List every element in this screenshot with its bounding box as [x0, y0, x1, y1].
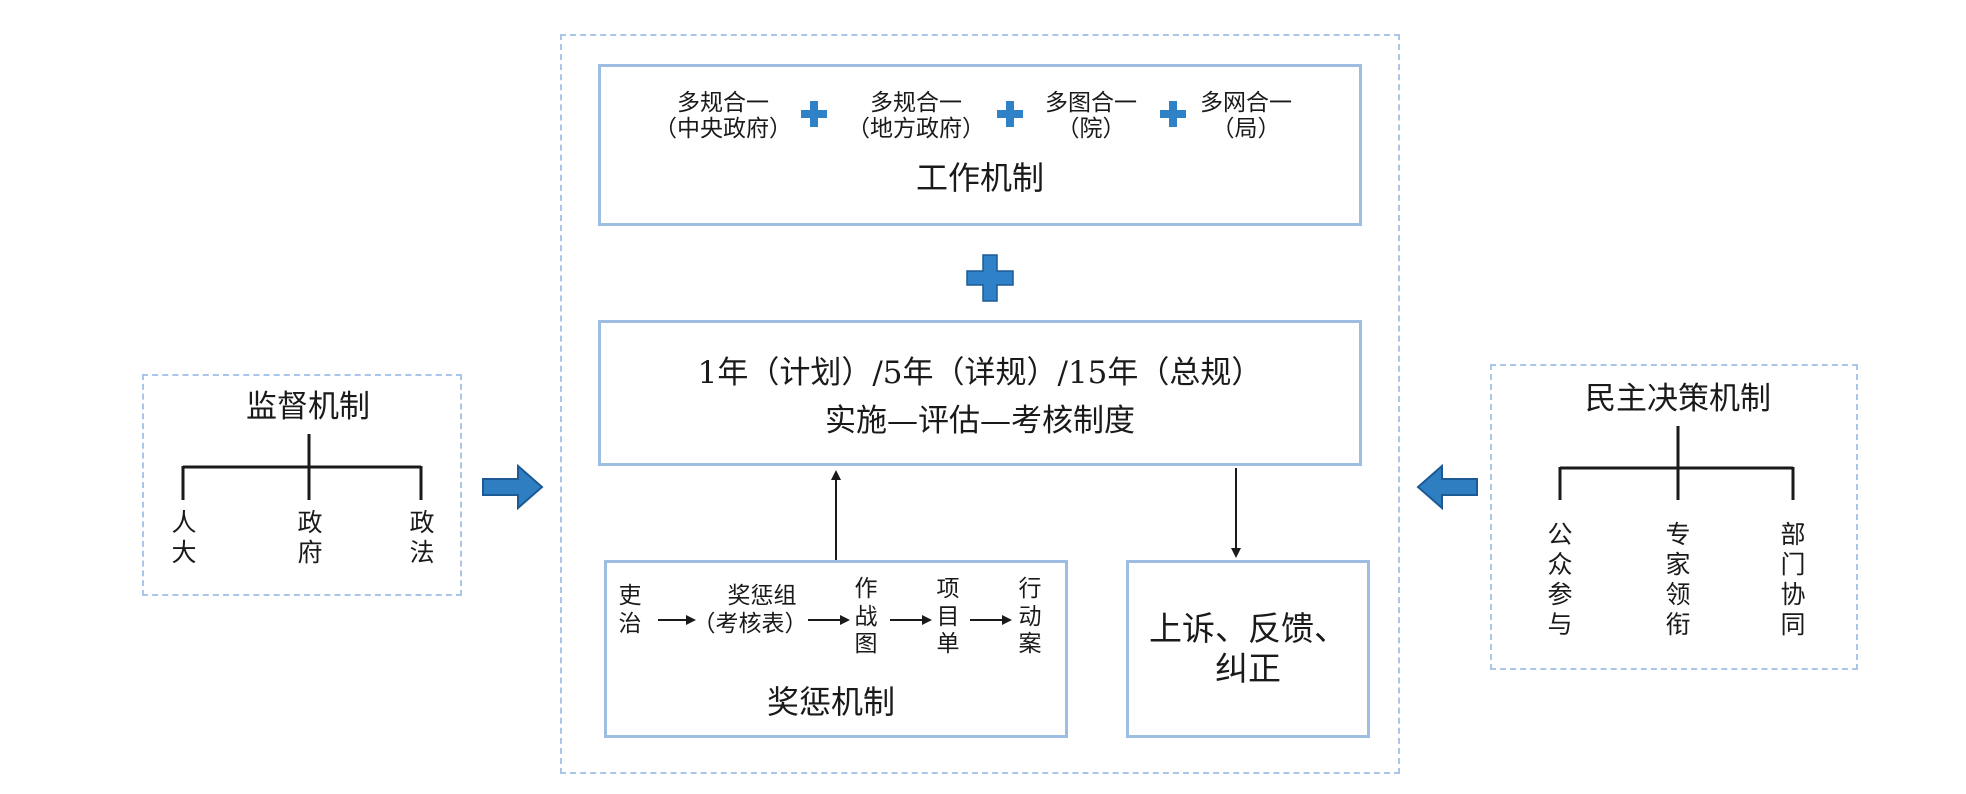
reward-mechanism-box: [604, 560, 1068, 738]
supervision-item-zhengfa: 政法: [409, 508, 435, 567]
work-mechanism-title: 工作机制: [915, 159, 1044, 197]
democracy-title: 民主决策机制: [1585, 381, 1771, 417]
democracy-item-department: 部门协同: [1780, 520, 1806, 639]
supervision-frame: [142, 374, 462, 596]
left-block-arrow-icon: [1416, 463, 1478, 511]
system-line1: 1年（计划）/5年（详规）/15年（总规）: [697, 355, 1263, 391]
right-block-arrow-icon: [482, 463, 544, 511]
chain-step-xingdongan: 行动案: [1018, 576, 1042, 658]
supervision-item-zhengfu: 政府: [297, 508, 323, 567]
democracy-frame: [1490, 364, 1858, 670]
democracy-tree: [1558, 426, 1795, 500]
work-item-4-line2: （局）: [1211, 116, 1281, 143]
appeal-box: [1126, 560, 1370, 738]
appeal-line1: 上诉、反馈、: [1149, 609, 1347, 648]
work-item-4-line1: 多网合一: [1200, 90, 1292, 116]
chain-step-kaohebiao: （考核表）: [692, 611, 808, 637]
work-item-4: 多网合一 （局）: [1190, 90, 1302, 143]
work-item-1-line1: 多规合一: [677, 90, 769, 116]
plus-icon: [997, 101, 1023, 127]
center-frame: [560, 34, 1400, 774]
work-item-2: 多规合一 （地方政府）: [836, 90, 996, 143]
work-item-3-line2: （院）: [1056, 116, 1126, 143]
work-item-1-line2: （中央政府）: [654, 116, 792, 143]
plus-large-icon: [966, 254, 1014, 302]
work-item-3-line1: 多图合一: [1045, 90, 1137, 116]
appeal-line2: 纠正: [1215, 649, 1281, 688]
work-item-2-line1: 多规合一: [870, 90, 962, 116]
democracy-item-public: 公众参与: [1547, 520, 1573, 639]
system-box: [598, 320, 1362, 466]
work-item-3: 多图合一 （院）: [1034, 90, 1148, 143]
system-line2: 实施—评估—考核制度: [825, 403, 1135, 439]
chain-step-zuozhantu: 作战图: [854, 576, 878, 658]
supervision-tree: [181, 434, 423, 500]
supervision-title: 监督机制: [246, 389, 370, 425]
plus-icon: [801, 101, 827, 127]
work-mechanism-box: [598, 64, 1362, 226]
plus-icon: [1160, 101, 1186, 127]
work-item-2-line2: （地方政府）: [847, 116, 985, 143]
chain-step-xiangmudan: 项目单: [936, 576, 960, 658]
chain-step-lizhi: 吏治: [618, 583, 642, 637]
reward-mechanism-title: 奖惩机制: [766, 683, 895, 721]
supervision-item-renda: 人大: [171, 508, 197, 567]
democracy-item-expert: 专家领衔: [1665, 520, 1691, 639]
chain-step-jiangchengzu: 奖惩组: [727, 583, 797, 609]
work-item-1: 多规合一 （中央政府）: [648, 90, 798, 143]
